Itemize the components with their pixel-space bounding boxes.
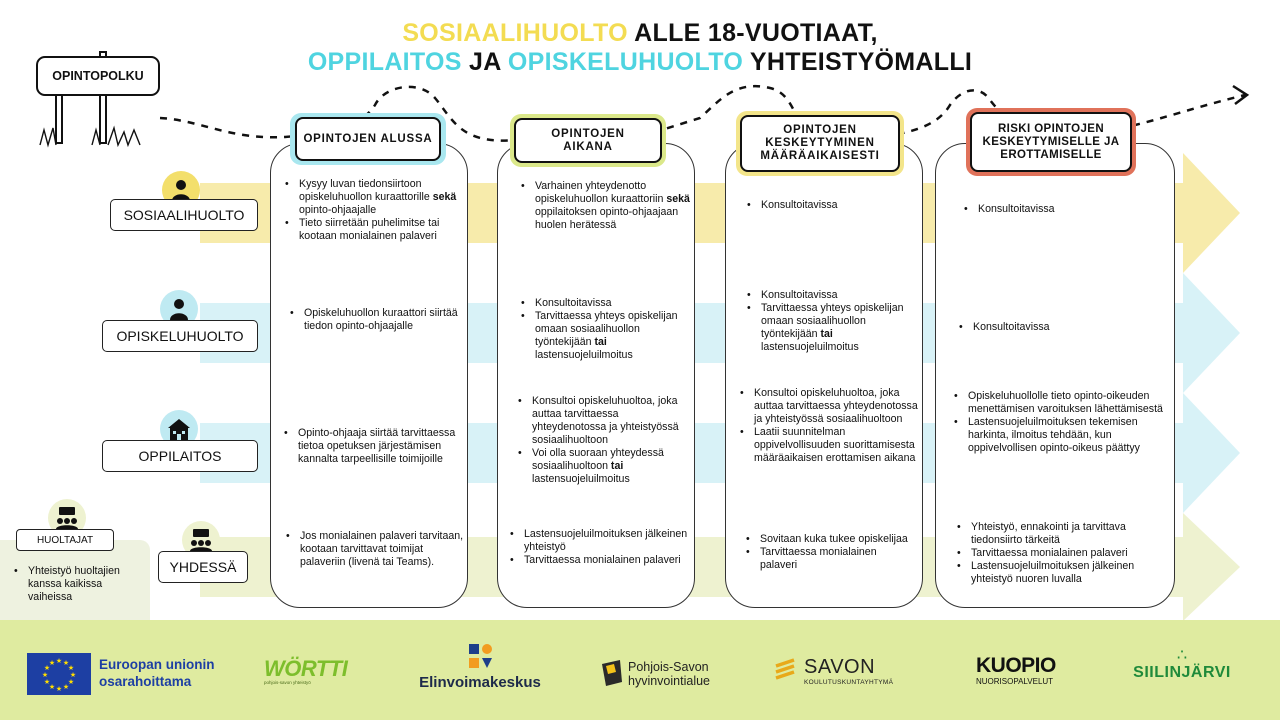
svg-text:★: ★ [42, 671, 48, 679]
bullet-item: Kysyy luvan tiedonsiirtoon opiskeluhuoll… [283, 178, 463, 217]
column-header-riski: RISKI OPINTOJEN KESKEYTYMISELLE JA EROTT… [970, 112, 1132, 172]
svg-text:★: ★ [49, 683, 55, 691]
bullet-item: Opinto-ohjaaja siirtää tarvittaessa tiet… [282, 427, 462, 466]
main-title-line2: OPPILAITOS JA OPISKELUHUOLTO YHTEISTYÖMA… [307, 48, 973, 76]
bullet-item: Opiskeluhuollon kuraattori siirtää tiedo… [288, 307, 463, 333]
svg-text:★: ★ [63, 659, 69, 667]
bullet-item: Tarvittaessa monialainen palaveri [508, 554, 688, 567]
huoltajat-text: •Yhteistyö huoltajien kanssa kaikissa va… [14, 565, 120, 603]
bullet-item: Laatii suunnitelman oppivelvollisuuden s… [738, 426, 918, 465]
bullet-item: Voi olla suoraan yhteydessä sosiaalihuol… [516, 447, 694, 486]
row-label-opiskeluhuolto: OPISKELUHUOLTO [102, 320, 258, 352]
svg-text:★: ★ [44, 678, 50, 686]
elinvoimakeskus-emblem-icon [469, 644, 492, 668]
signpost-graphic [39, 51, 141, 148]
cell-opiskeluhuolto-keskeytyminen: KonsultoitavissaTarvittaessa yhteys opis… [745, 289, 917, 354]
hyvinvointialue-emblem-icon [602, 660, 622, 686]
bullet-item: Konsultoitavissa [519, 297, 691, 310]
cell-yhdessa-keskeytyminen: Sovitaan kuka tukee opiskelijaaTarvittae… [744, 533, 916, 572]
svg-text:★: ★ [70, 671, 76, 679]
cell-opiskeluhuolto-alussa: Opiskeluhuollon kuraattori siirtää tiedo… [288, 307, 463, 333]
main-title-line1: SOSIAALIHUOLTO ALLE 18-VUOTIAAT, [402, 19, 878, 47]
row-label-yhdessa: YHDESSÄ [158, 551, 248, 583]
savon-emblem-icon [775, 658, 795, 680]
cell-sosiaalihuolto-alussa: Kysyy luvan tiedonsiirtoon opiskeluhuoll… [283, 178, 463, 243]
cell-sosiaalihuolto-keskeytyminen: Konsultoitavissa [745, 199, 917, 212]
bullet-item: Yhteistyö, ennakointi ja tarvittava tied… [955, 521, 1165, 547]
cell-opiskeluhuolto-riski: Konsultoitavissa [957, 321, 1162, 334]
cell-opiskeluhuolto-aikana: KonsultoitavissaTarvittaessa yhteys opis… [519, 297, 691, 362]
cell-oppilaitos-riski: Opiskeluhuollolle tieto opinto-oikeuden … [952, 390, 1164, 455]
column-panel-keskeytyminen [725, 143, 923, 608]
column-header-alussa: OPINTOJEN ALUSSA [295, 117, 441, 161]
path-arrowhead [1232, 84, 1250, 105]
wortti-logo: WÖRTTI pohjois-savon yhteistyö [264, 656, 348, 685]
huoltajat-label: HUOLTAJAT [16, 529, 114, 551]
svg-text:★: ★ [56, 657, 62, 665]
opintopolku-sign: OPINTOPOLKU [36, 56, 160, 96]
bullet-item: Tarvittaessa yhteys opiskelijan omaan so… [745, 302, 917, 354]
svg-text:★: ★ [56, 685, 62, 693]
row-label-oppilaitos: OPPILAITOS [102, 440, 258, 472]
bullet-item: Opiskeluhuollolle tieto opinto-oikeuden … [952, 390, 1164, 416]
bullet-item: Konsultoi opiskeluhuoltoa, joka auttaa t… [738, 387, 918, 426]
bullet-item: Tarvittaessa monialainen palaveri [955, 547, 1165, 560]
eu-funding-text: Euroopan unionin osarahoittama [99, 657, 215, 689]
svg-text:★: ★ [68, 678, 74, 686]
svg-text:★: ★ [44, 664, 50, 672]
column-header-aikana: OPINTOJEN AIKANA [514, 118, 662, 163]
kuopio-nuorisopalvelut-logo: KUOPIO NUORISOPALVELUT [976, 654, 1056, 686]
column-header-keskeytyminen: OPINTOJEN KESKEYTYMINEN MÄÄRÄAIKAISESTI [740, 115, 900, 172]
bullet-item: Tarvittaessa yhteys opiskelijan omaan so… [519, 310, 691, 362]
cell-yhdessa-alussa: Jos monialainen palaveri tarvitaan, koot… [284, 530, 464, 569]
bullet-item: Konsultoitavissa [745, 289, 917, 302]
huoltajat-panel [0, 540, 150, 620]
footer-logo-bar [0, 620, 1280, 720]
bullet-item: Sovitaan kuka tukee opiskelijaa [744, 533, 916, 546]
bullet-item: Tarvittaessa monialainen palaveri [744, 546, 916, 572]
cell-yhdessa-riski: Yhteistyö, ennakointi ja tarvittava tied… [955, 521, 1165, 586]
svg-text:★: ★ [63, 683, 69, 691]
bullet-item: Konsultoitavissa [957, 321, 1162, 334]
svg-text:★: ★ [49, 659, 55, 667]
cell-yhdessa-aikana: Lastensuojeluilmoituksen jälkeinen yhtei… [508, 528, 688, 567]
bullet-item: Jos monialainen palaveri tarvitaan, koot… [284, 530, 464, 569]
eu-flag-icon: ★★★★ ★★★★ ★★★★ [27, 653, 91, 695]
bullet-item: Konsultoitavissa [745, 199, 917, 212]
bullet-item: Lastensuojeluilmoituksen jälkeinen yhtei… [955, 560, 1165, 586]
bullet-item: Tieto siirretään puhelimitse tai kootaan… [283, 217, 463, 243]
row-label-sosiaalihuolto: SOSIAALIHUOLTO [110, 199, 258, 231]
bullet-item: Varhainen yhteydenotto opiskeluhuollon k… [519, 180, 691, 232]
svg-text:★: ★ [68, 664, 74, 672]
cell-sosiaalihuolto-aikana: Varhainen yhteydenotto opiskeluhuollon k… [519, 180, 691, 232]
bullet-item: Konsultoitavissa [962, 203, 1167, 216]
bullet-item: Lastensuojeluilmoituksen tekemisen harki… [952, 416, 1164, 455]
siilinjarvi-emblem-icon: ∴ [1176, 647, 1188, 664]
cell-sosiaalihuolto-riski: Konsultoitavissa [962, 203, 1167, 216]
siilinjarvi-logo: ∴ SIILINJÄRVI [1122, 648, 1242, 682]
bullet-item: Konsultoi opiskeluhuoltoa, joka auttaa t… [516, 395, 694, 447]
elinvoimakeskus-logo: Elinvoimakeskus [410, 640, 550, 691]
cell-oppilaitos-alussa: Opinto-ohjaaja siirtää tarvittaessa tiet… [282, 427, 462, 466]
cell-oppilaitos-aikana: Konsultoi opiskeluhuoltoa, joka auttaa t… [516, 395, 694, 486]
cell-oppilaitos-keskeytyminen: Konsultoi opiskeluhuoltoa, joka auttaa t… [738, 387, 918, 465]
bullet-item: Lastensuojeluilmoituksen jälkeinen yhtei… [508, 528, 688, 554]
